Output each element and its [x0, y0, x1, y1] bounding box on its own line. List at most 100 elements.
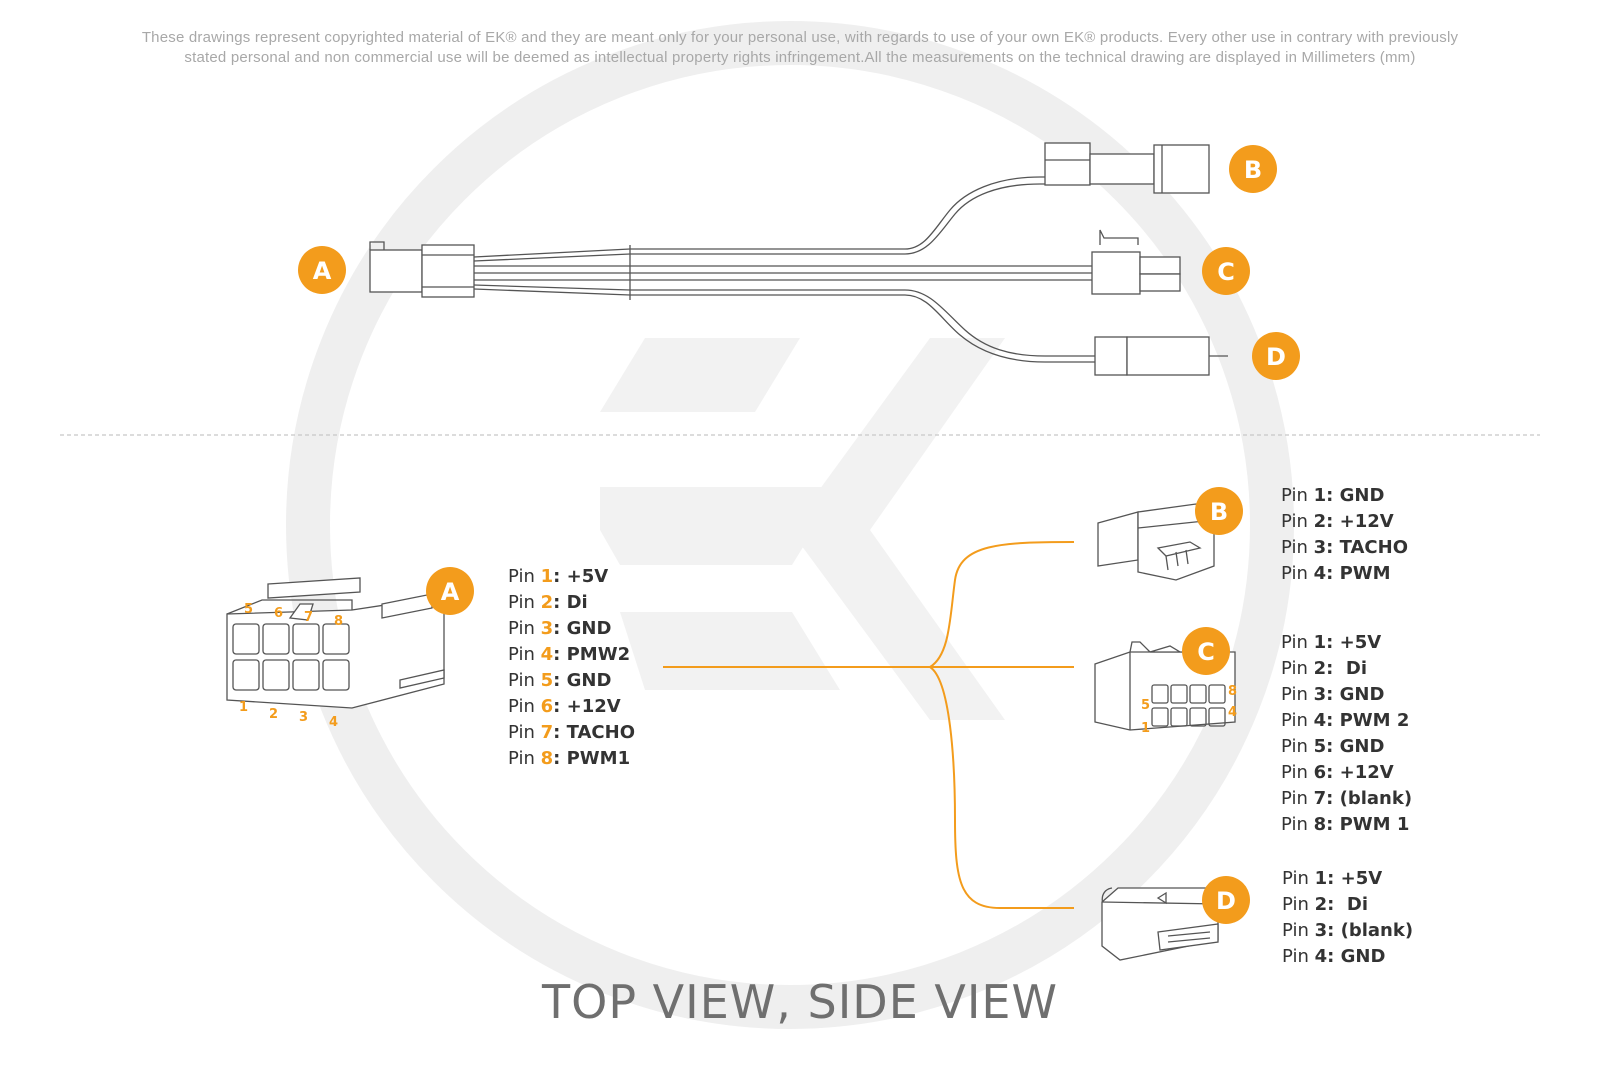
pin-row: Pin 2: Di	[508, 590, 635, 616]
pin-row: Pin 3: TACHO	[1281, 535, 1408, 561]
pin-function: GND	[1333, 736, 1385, 757]
pin-number: 6:	[1313, 762, 1334, 783]
pin-number-7: 7	[304, 610, 313, 625]
pin-word: Pin	[1281, 511, 1308, 532]
pin-number: 5	[540, 670, 554, 691]
pin-row: Pin 4: PWM	[1281, 561, 1408, 587]
label-d-top: D	[1252, 332, 1300, 380]
pin-row: Pin 5: GND	[1281, 734, 1412, 760]
pin-function: +5V	[1333, 632, 1382, 653]
connector-b-top-body	[1044, 142, 1210, 194]
pin-number: 2:	[1314, 894, 1335, 915]
pin-number: 3:	[1314, 920, 1335, 941]
pin-word: Pin	[508, 722, 535, 743]
pin-function: : +5V	[553, 566, 609, 587]
pin-number: 4:	[1313, 710, 1334, 731]
connector-a-top-body	[369, 249, 423, 293]
pin-function: : TACHO	[553, 722, 635, 743]
pin-function: : Di	[553, 592, 588, 613]
pin-number: 3:	[1313, 684, 1334, 705]
connector-c-pin-cavities	[1151, 684, 1226, 727]
pin-number-3: 3	[299, 710, 308, 725]
pin-word: Pin	[508, 618, 535, 639]
pin-row: Pin 1: GND	[1281, 483, 1408, 509]
label-b-side-text: B	[1210, 498, 1228, 526]
pin-function: GND	[1333, 684, 1385, 705]
label-d-side-text: D	[1216, 887, 1236, 915]
pin-function: PWM 2	[1333, 710, 1410, 731]
pin-function: +5V	[1334, 868, 1383, 889]
pin-function: : +12V	[553, 696, 621, 717]
pin-function: +12V	[1333, 511, 1394, 532]
label-d-top-text: D	[1266, 343, 1286, 371]
pin-number: 3:	[1313, 537, 1334, 558]
label-c-side: C	[1182, 627, 1230, 675]
pin-word: Pin	[1281, 684, 1308, 705]
connector-d-top-body	[1094, 336, 1228, 376]
pin-function: PWM	[1333, 563, 1391, 584]
pin-word: Pin	[1281, 632, 1308, 653]
pin-number: 1:	[1313, 632, 1334, 653]
connector-a-pin-cavities	[232, 623, 350, 691]
c-pin-number-8: 8	[1228, 684, 1237, 699]
pin-word: Pin	[508, 670, 535, 691]
cable-assembly-top-view	[369, 142, 1228, 376]
pin-number-2: 2	[269, 707, 278, 722]
pin-row: Pin 6: +12V	[1281, 760, 1412, 786]
pin-word: Pin	[1281, 788, 1308, 809]
pin-row: Pin 3: (blank)	[1282, 918, 1413, 944]
pin-number: 1:	[1314, 868, 1335, 889]
pin-number: 5:	[1313, 736, 1334, 757]
pin-word: Pin	[1281, 736, 1308, 757]
pin-function: GND	[1333, 485, 1385, 506]
pin-number: 4:	[1314, 946, 1335, 967]
pin-function: TACHO	[1333, 537, 1408, 558]
wire-bundle	[473, 176, 1060, 258]
pin-function: Di	[1333, 658, 1367, 679]
pin-row: Pin 1: +5V	[1281, 630, 1412, 656]
c-pin-number-4: 4	[1228, 705, 1237, 720]
pin-number: 6	[540, 696, 554, 717]
pin-number: 2:	[1313, 511, 1334, 532]
pin-word: Pin	[508, 748, 535, 769]
pin-row: Pin 1: +5V	[508, 564, 635, 590]
label-a-side: A	[426, 567, 474, 615]
pin-number: 8:	[1313, 814, 1334, 835]
pin-number: 4	[540, 644, 554, 665]
pinout-list-d: Pin 1: +5V Pin 2: Di Pin 3: (blank) Pin …	[1282, 866, 1413, 970]
pin-row: Pin 5: GND	[508, 668, 635, 694]
connector-b-side-view	[1097, 503, 1215, 581]
disclaimer-line-1: These drawings represent copyrighted mat…	[141, 29, 1459, 46]
pin-number: 8	[540, 748, 554, 769]
pin-number: 4:	[1313, 563, 1334, 584]
pin-row: Pin 7: TACHO	[508, 720, 635, 746]
pin-word: Pin	[1282, 868, 1309, 889]
pin-function: : PMW2	[553, 644, 631, 665]
pin-word: Pin	[1282, 894, 1309, 915]
label-a-top-text: A	[313, 257, 332, 285]
connector-a-pin-numbers: 1 2 3 4 5 6 7 8	[239, 602, 343, 730]
pin-number-5: 5	[244, 602, 253, 617]
pin-row: Pin 3: GND	[1281, 682, 1412, 708]
label-c-side-text: C	[1197, 638, 1215, 666]
pin-number: 2	[540, 592, 554, 613]
pin-number: 3	[540, 618, 554, 639]
pin-function: +12V	[1333, 762, 1394, 783]
pin-word: Pin	[1281, 658, 1308, 679]
pin-word: Pin	[508, 592, 535, 613]
pin-number-8: 8	[334, 614, 343, 629]
label-d-side: D	[1202, 876, 1250, 924]
view-title: TOP VIEW, SIDE VIEW	[542, 975, 1058, 1029]
pin-number-4: 4	[329, 715, 338, 730]
pin-word: Pin	[508, 566, 535, 587]
pin-function: GND	[1334, 946, 1386, 967]
disclaimer-line-2: stated personal and non commercial use w…	[184, 49, 1416, 66]
pin-function: Di	[1334, 894, 1368, 915]
pin-row: Pin 2: Di	[1282, 892, 1413, 918]
pin-word: Pin	[1281, 814, 1308, 835]
label-b-top: B	[1229, 145, 1277, 193]
pin-number: 1	[540, 566, 554, 587]
pin-function: (blank)	[1333, 788, 1413, 809]
pin-row: Pin 2: Di	[1281, 656, 1412, 682]
